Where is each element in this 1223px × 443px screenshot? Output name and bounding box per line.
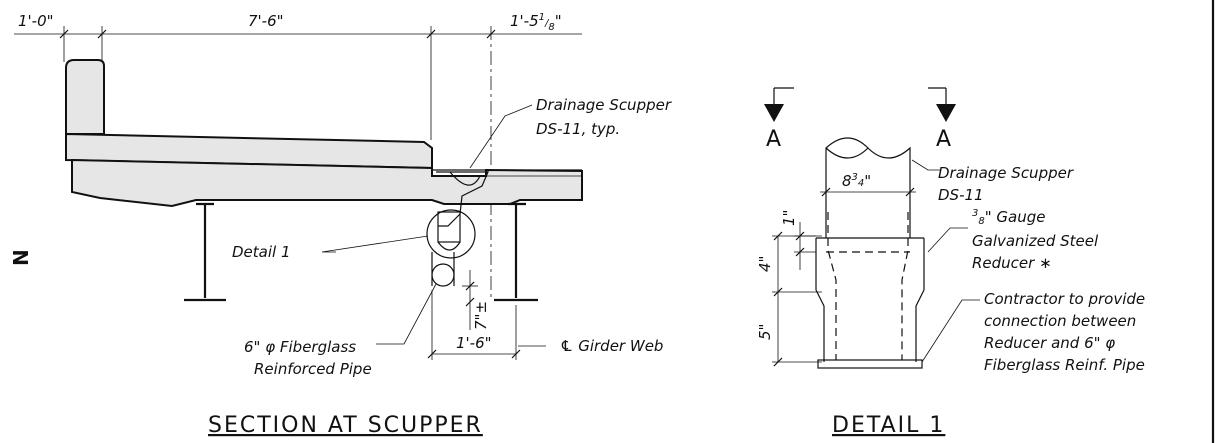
dim-8-3-4: 834" [842, 172, 871, 190]
dim-1-0: 1'-0" [18, 12, 54, 30]
drainage-scupper [426, 171, 489, 287]
section-at-scupper: 1'-0" 7'-6" 1'-51/8" [9, 12, 672, 438]
dim-1-5-1-8: 1'-51/8" [510, 12, 562, 33]
north-arrow: N [9, 249, 33, 266]
label-galvanized-steel: Galvanized Steel [972, 232, 1099, 250]
label-gauge: 38" Gauge [972, 208, 1046, 227]
dim-1-6: 1'-6" [456, 334, 492, 352]
top-dimension: 1'-0" 7'-6" 1'-51/8" [14, 12, 582, 300]
section-cut-a-left: A [764, 87, 794, 152]
label-fiberglass-pipe-2: Reinforced Pipe [254, 360, 372, 378]
dim-4: 4" [756, 256, 774, 272]
label-fiberglass-pipe-1: 6" φ Fiberglass [244, 338, 356, 356]
girder-left [184, 202, 226, 302]
note-contractor-1: Contractor to provide [984, 290, 1145, 308]
detail-1: A A 834" [756, 87, 1145, 438]
note-contractor-4: Fiberglass Reinf. Pipe [984, 356, 1145, 374]
bridge-deck [65, 59, 583, 208]
label-ds-11-detail: DS-11 [938, 186, 984, 204]
note-contractor-3: Reducer and 6" φ [984, 334, 1115, 352]
lower-dimensions: 7"± 1'-6" [427, 270, 521, 360]
label-ds-11-typ: DS-11, typ. [536, 120, 620, 138]
dim-7-plus-minus: 7"± [472, 301, 490, 330]
label-drainage-scupper: Drainage Scupper [536, 96, 672, 114]
note-contractor-2: connection between [984, 312, 1136, 330]
detail-title: DETAIL 1 [832, 413, 945, 438]
detail-1-circle [426, 209, 476, 259]
label-drainage-scupper-detail: Drainage Scupper [938, 164, 1074, 182]
section-cut-a-right: A [928, 87, 956, 152]
svg-text:A: A [766, 127, 781, 152]
label-reducer: Reducer ∗ [972, 254, 1052, 272]
section-title: SECTION AT SCUPPER [208, 413, 483, 438]
girder-right [494, 202, 538, 302]
label-girder-web: ℄ Girder Web [560, 337, 663, 355]
dim-1: 1" [780, 210, 798, 226]
pipe-flange [817, 359, 923, 369]
dim-7-6: 7'-6" [248, 12, 284, 30]
label-detail-1: Detail 1 [232, 243, 291, 261]
svg-text:A: A [936, 127, 951, 152]
detail-vertical-dimensions: 4" 5" 1" [756, 210, 822, 367]
dim-5: 5" [756, 324, 774, 340]
reducer [815, 212, 925, 369]
